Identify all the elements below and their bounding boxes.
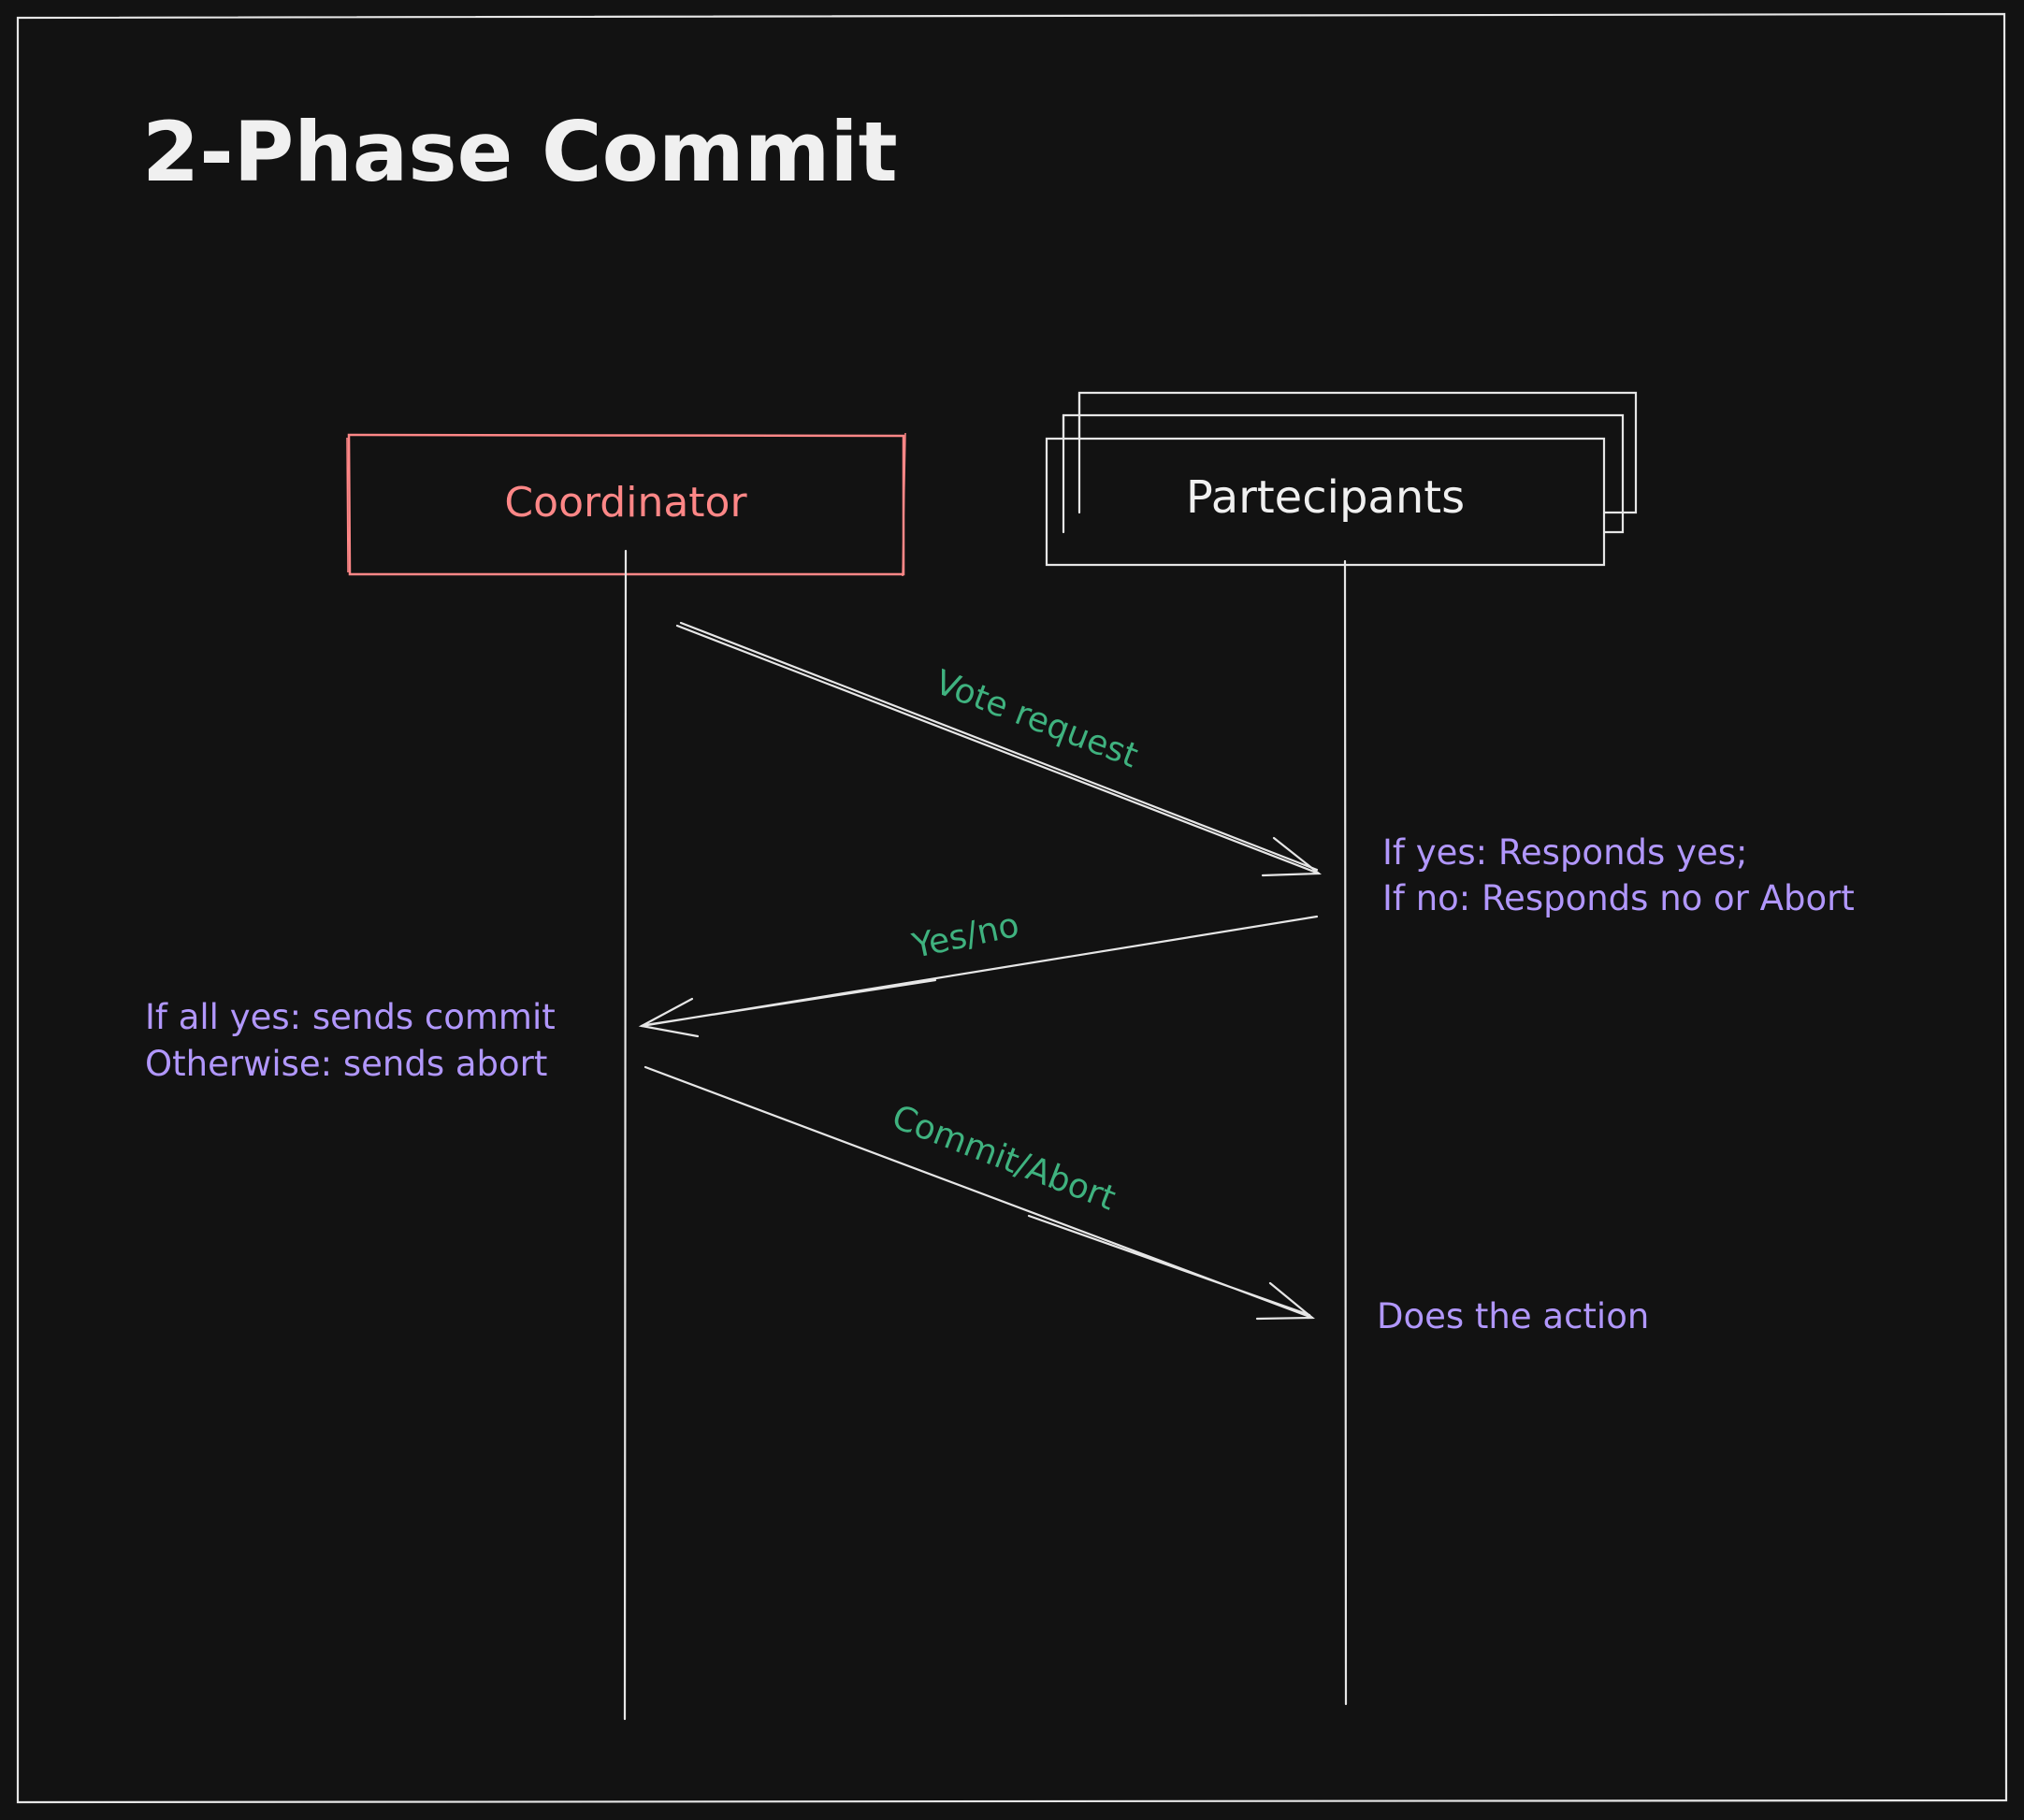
note-line: If no: Responds no or Abort <box>1382 878 1855 918</box>
participants-label: Partecipants <box>1186 471 1465 524</box>
coordinator-label: Coordinator <box>504 479 747 527</box>
participants-lifeline <box>1343 559 1348 1706</box>
commit-abort-arrow <box>643 1065 1316 1321</box>
note-line: If yes: Responds yes; <box>1382 832 1747 873</box>
participant-vote-note: If yes: Responds yes; If no: Responds no… <box>1382 832 1855 918</box>
vote-request-arrow <box>675 621 1323 877</box>
participant-action-note: Does the action <box>1377 1296 1649 1336</box>
coordinator-lifeline <box>623 549 628 1721</box>
coordinator-actor-box[interactable]: Coordinator <box>346 432 906 577</box>
yes-no-arrow <box>638 915 1319 1038</box>
diagram-title: 2-Phase Commit <box>142 104 898 200</box>
participants-actor-box[interactable]: Partecipants <box>1045 391 1638 567</box>
note-line: Otherwise: sends abort <box>145 1044 547 1084</box>
coordinator-decision-note: If all yes: sends commit Otherwise: send… <box>145 997 556 1084</box>
note-line: If all yes: sends commit <box>145 997 556 1037</box>
frame <box>16 12 2008 1804</box>
